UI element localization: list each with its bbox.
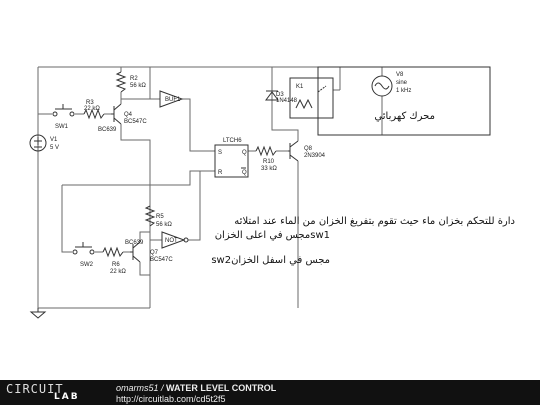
r2-ref: R2 (130, 76, 138, 82)
latch-pin-s: S (218, 150, 222, 156)
r10-ref: R10 (263, 159, 275, 165)
d3-model: 1N4148 (276, 98, 298, 104)
q8-ref: Q8 (304, 146, 313, 152)
q4-ref: Q4 (124, 112, 133, 118)
schematic-canvas: V1 5 V SW1 R3 22 kΩ R2 56 kΩ Q4 BC547C B… (29, 66, 515, 319)
q7-transistor: Q7 BC547C BC639 (125, 240, 173, 263)
r2-value: 56 kΩ (130, 83, 146, 89)
relay-label: K1 (296, 84, 304, 90)
not-gate: NOT (161, 231, 189, 249)
r3-ref: R3 (86, 100, 94, 106)
circuit-title: WATER LEVEL CONTROL (166, 383, 277, 393)
logo-circuit-text: CIRCUIT (6, 382, 64, 396)
q7-alt-model: BC639 (125, 240, 144, 246)
latch-pin-q: Q (242, 150, 247, 156)
r3-resistor: R3 22 kΩ (83, 100, 105, 120)
v8-ref: V8 (396, 72, 404, 78)
q7-ref: Q7 (150, 250, 159, 256)
sw2-annotation: sw2مجس في اسفل الخزان (211, 255, 330, 266)
sw1-annotation: مجس في اعلى الخزانsw1 (215, 230, 330, 241)
circuit-url[interactable]: http://circuitlab.com/cd5t2f5 (116, 394, 226, 404)
r10-value: 33 kΩ (261, 166, 277, 172)
v1-ref: V1 (50, 137, 58, 143)
v8-freq: 1 kHz (396, 88, 411, 94)
latch-pin-r: R (218, 170, 223, 176)
sw2-label: SW2 (80, 262, 94, 268)
sw2-switch: SW2 (72, 242, 95, 268)
q8-transistor: Q8 2N3904 (288, 140, 326, 162)
motor-loop (317, 66, 491, 136)
d3-ref: D3 (276, 92, 284, 98)
motor-annotation: محرك كهربائي (374, 111, 435, 122)
circuit-credit: omarms51 / WATER LEVEL CONTROL (116, 383, 276, 393)
v1-source: V1 5 V (29, 134, 59, 152)
d3-diode: D3 1N4148 (265, 90, 298, 104)
v8-symbol (371, 75, 393, 97)
latch-name: LTCH6 (223, 138, 242, 144)
r5-resistor: R5 56 kΩ (144, 205, 172, 228)
r3-value: 22 kΩ (84, 106, 100, 112)
credit-separator: / (158, 383, 167, 393)
author-link[interactable]: omarms51 (116, 383, 159, 393)
circuitlab-logo: CIRCUIT LAB (6, 382, 98, 403)
q4-alt-model: BC639 (98, 127, 117, 133)
r6-value: 22 kΩ (110, 269, 126, 275)
v1-value: 5 V (50, 145, 59, 151)
r5-ref: R5 (156, 214, 164, 220)
v1-symbol (29, 134, 47, 152)
q4-transistor: Q4 BC547C BC639 (98, 103, 147, 133)
wires (37, 66, 490, 309)
v8-source: V8 sine 1 kHz (371, 72, 411, 97)
sw1-label: SW1 (55, 124, 69, 130)
q7-model: BC547C (150, 257, 173, 263)
latch-pin-qbar: Q (242, 170, 247, 176)
r6-ref: R6 (112, 262, 120, 268)
not-gate-label: NOT (165, 238, 178, 244)
q8-model: 2N3904 (304, 153, 326, 159)
buf1-label: BUF1 (165, 97, 181, 103)
description-annotation: دارة للتحكم بخزان ماء حيث تقوم بتفريغ ال… (234, 216, 515, 227)
logo-lab-text: LAB (54, 392, 80, 402)
r10-resistor: R10 33 kΩ (255, 145, 277, 172)
buf1-gate: BUF1 (159, 90, 184, 108)
v8-kind: sine (396, 80, 408, 86)
r6-resistor: R6 22 kΩ (102, 246, 126, 275)
sw1-switch: SW1 (52, 104, 75, 130)
q4-model: BC547C (124, 119, 147, 125)
ground-symbol (29, 308, 47, 319)
r5-value: 56 kΩ (156, 222, 172, 228)
footer-bar: CIRCUIT LAB omarms51 / WATER LEVEL CONTR… (0, 380, 540, 405)
latch-block: LTCH6 S Q R Q (214, 138, 249, 178)
r2-resistor: R2 56 kΩ (115, 71, 146, 93)
